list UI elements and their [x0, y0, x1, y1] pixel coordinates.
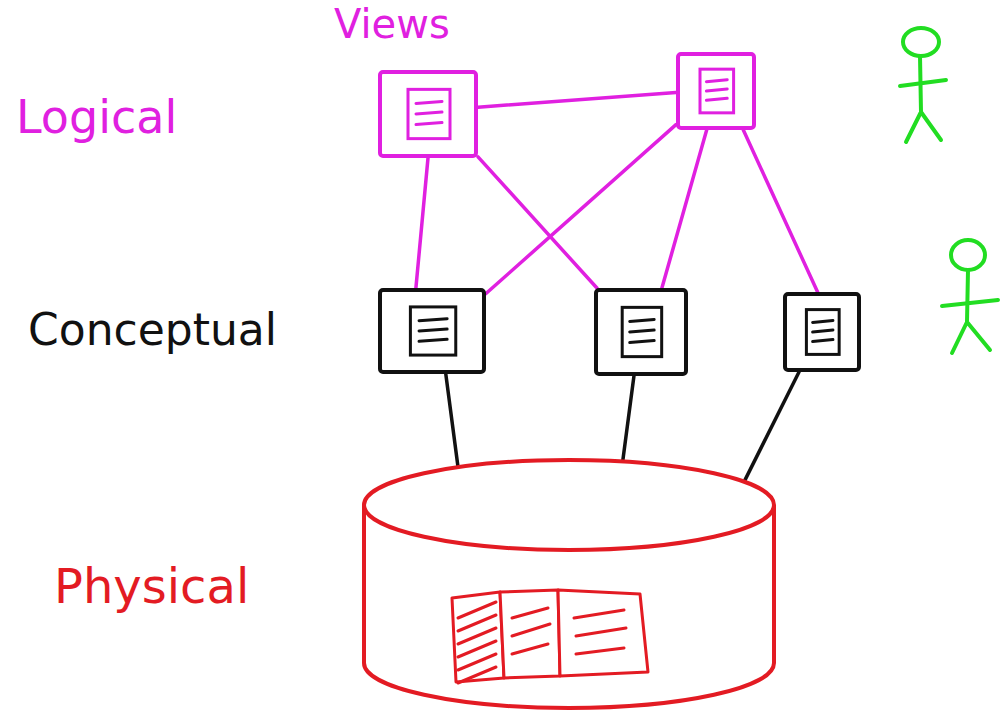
level-name: Physical [54, 560, 249, 613]
database-cylinder [362, 458, 776, 714]
conceptual-box [378, 288, 486, 374]
connector-line [486, 125, 676, 294]
conceptual-box [594, 288, 688, 376]
layer-caption: Views [334, 2, 450, 46]
connector-line [623, 376, 634, 462]
connector-line [446, 374, 458, 467]
connector-line [478, 93, 676, 108]
page-icon [676, 52, 756, 130]
stick-figure [942, 240, 998, 353]
connector-line [744, 372, 799, 482]
page-icon [378, 288, 486, 374]
connector-line [662, 130, 707, 288]
page-icon [594, 288, 688, 376]
connector-line [743, 130, 817, 292]
page-icon [783, 292, 861, 372]
stick-figure [900, 28, 946, 142]
view-box [378, 70, 478, 158]
level-name: Conceptual [28, 306, 277, 354]
view-box [676, 52, 756, 130]
connector-line [416, 158, 428, 288]
conceptual-box [783, 292, 861, 372]
level-name: Logical [16, 92, 177, 143]
page-icon [378, 70, 478, 158]
connector-line [478, 157, 597, 288]
cylinder-outline [362, 458, 776, 714]
